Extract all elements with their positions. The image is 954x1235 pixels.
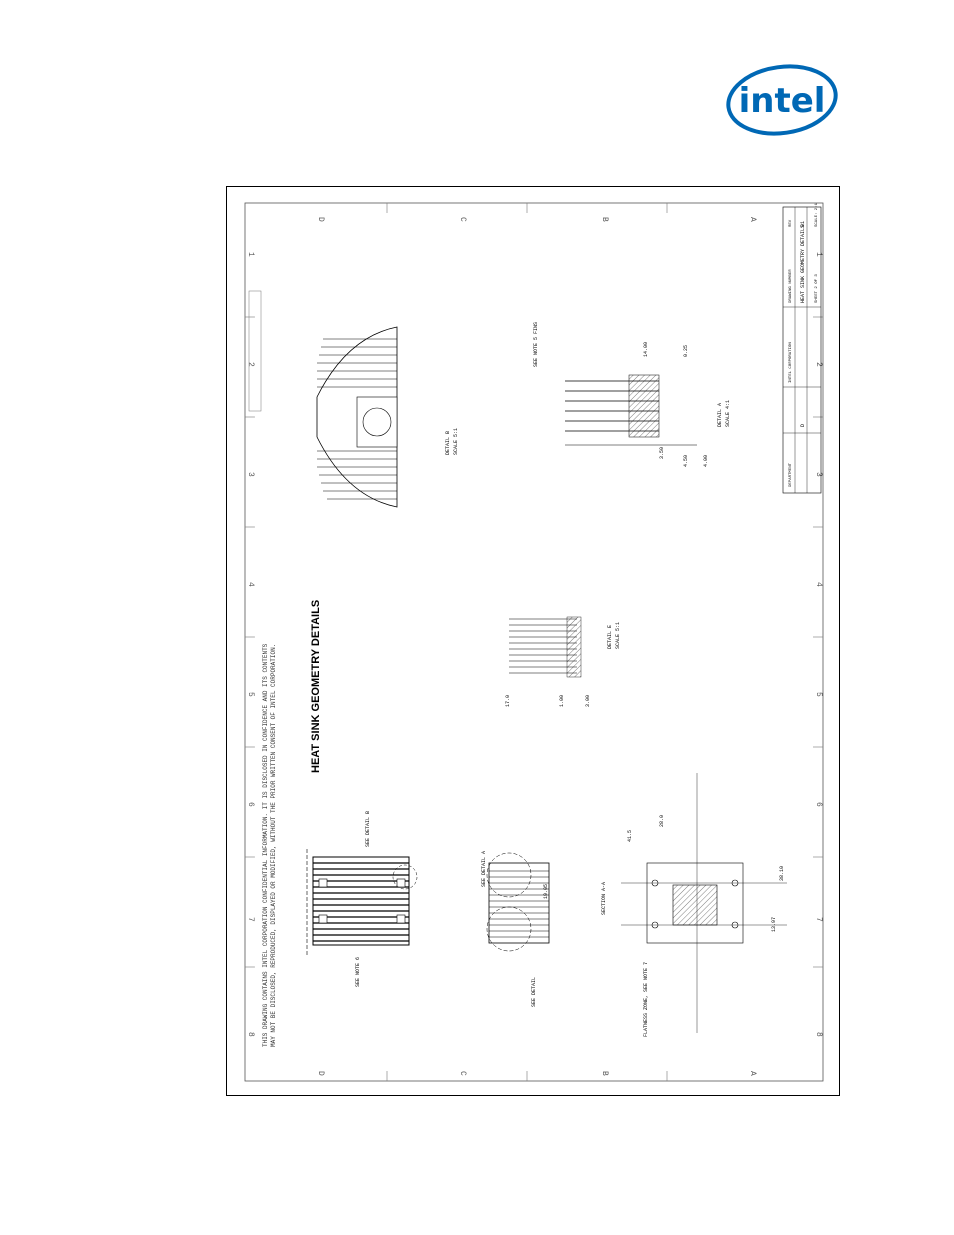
section-aa-view	[486, 852, 550, 952]
tb-drawing-number-label: DRAWING NUMBER	[789, 269, 793, 303]
zone-col-7-right: 7	[814, 917, 823, 922]
zone-row-c-bottom: C	[458, 1071, 467, 1076]
zone-col-5-left: 5	[246, 692, 255, 697]
zone-col-3-left: 3	[246, 472, 255, 477]
label-see-detail: SEE DETAIL	[531, 977, 537, 1007]
logo-text: intel	[739, 81, 826, 121]
revision-block	[248, 290, 262, 412]
zone-col-6-right: 6	[814, 802, 823, 807]
tb-scale: SCALE: 2:1	[815, 202, 819, 227]
zone-row-c-top: C	[458, 217, 467, 222]
dim-0-25: 0.25	[683, 345, 689, 357]
dim-1-00: 1.00	[559, 695, 565, 707]
notice-line-2: MAY NOT BE DISCLOSED, REPRODUCED, DISPLA…	[270, 644, 277, 1047]
dim-41-5: 41.5	[627, 830, 633, 842]
label-see-detail-a-top: SEE DETAIL A	[481, 851, 487, 887]
zone-col-2-right: 2	[814, 362, 823, 367]
tb-sheet: SHEET 2 OF 3	[815, 274, 819, 303]
detail-b-view	[316, 326, 398, 508]
tb-drawing-title: HEAT SINK GEOMETRY DETAILS	[800, 225, 806, 303]
dim-4-50: 4.50	[683, 455, 689, 467]
zone-col-4-right: 4	[814, 582, 823, 587]
label-detail-b-scale: SCALE 5:1	[453, 428, 459, 455]
title-block	[782, 206, 822, 494]
zone-row-b-top: B	[600, 217, 609, 222]
zone-col-5-right: 5	[814, 692, 823, 697]
drawing-title: HEAT SINK GEOMETRY DETAILS	[310, 600, 322, 773]
dim-3-50: 3.50	[659, 447, 665, 459]
dim-19-05: 19.05	[543, 884, 549, 899]
zone-col-8-left: 8	[246, 1032, 255, 1037]
detail-a-view	[565, 374, 697, 446]
heatsink-bottom-view	[621, 773, 787, 1033]
label-detail-a: DETAIL A	[717, 403, 723, 427]
zone-row-a-bottom: A	[748, 1071, 757, 1076]
dim-17-0: 17.0	[505, 695, 511, 707]
label-see-detail-b: SEE DETAIL B	[365, 811, 371, 847]
intel-logo: intel	[722, 60, 842, 140]
zone-row-d-top: D	[316, 217, 325, 222]
label-section-aa: SECTION A-A	[601, 882, 607, 915]
zone-col-8-right: 8	[814, 1032, 823, 1037]
tb-department-label: DEPARTMENT	[789, 462, 793, 487]
tb-company: INTEL CORPORATION	[789, 342, 793, 383]
zone-col-2-left: 2	[246, 362, 255, 367]
drawing-frame: D C B A D C B A 8 7 6 5 4 3 2 1 8 7 6 5 …	[226, 186, 840, 1096]
zone-col-4-left: 4	[246, 582, 255, 587]
zone-row-a-top: A	[748, 217, 757, 222]
drawing-sheet: D C B A D C B A 8 7 6 5 4 3 2 1 8 7 6 5 …	[244, 202, 824, 1082]
label-detail-a-scale: SCALE 4:1	[725, 400, 731, 427]
tb-rev-value: 01	[800, 221, 806, 227]
notice-line-1: THIS DRAWING CONTAINS INTEL CORPORATION …	[262, 643, 269, 1047]
label-see-note-5-fins: SEE NOTE 5 FINS	[533, 322, 539, 367]
tb-rev-label: REV	[789, 219, 793, 227]
zone-col-1-left: 1	[246, 252, 255, 257]
label-detail-b: DETAIL B	[445, 431, 451, 455]
dim-14-00: 14.00	[643, 342, 649, 357]
label-see-note-6-a: SEE NOTE 6	[355, 957, 361, 987]
zone-row-d-bottom: D	[316, 1071, 325, 1076]
detail-e-view	[509, 616, 582, 678]
tb-size: D	[800, 424, 806, 427]
zone-col-1-right: 1	[814, 252, 823, 257]
zone-col-6-left: 6	[246, 802, 255, 807]
dim-38-10: 38.10	[779, 866, 785, 881]
zone-row-b-bottom: B	[600, 1071, 609, 1076]
heatsink-top-view	[306, 849, 418, 955]
dim-3-00: 3.00	[585, 695, 591, 707]
label-flatness-zone: FLATNESS ZONE, SEE NOTE 7	[643, 962, 649, 1037]
label-detail-e: DETAIL E	[607, 625, 613, 649]
dim-28-0: 28.0	[659, 815, 665, 827]
label-detail-e-scale: SCALE 5:1	[615, 622, 621, 649]
zone-col-7-left: 7	[246, 917, 255, 922]
zone-col-3-right: 3	[814, 472, 823, 477]
dim-4-00: 4.00	[703, 455, 709, 467]
dim-13-97: 13.97	[771, 917, 777, 932]
